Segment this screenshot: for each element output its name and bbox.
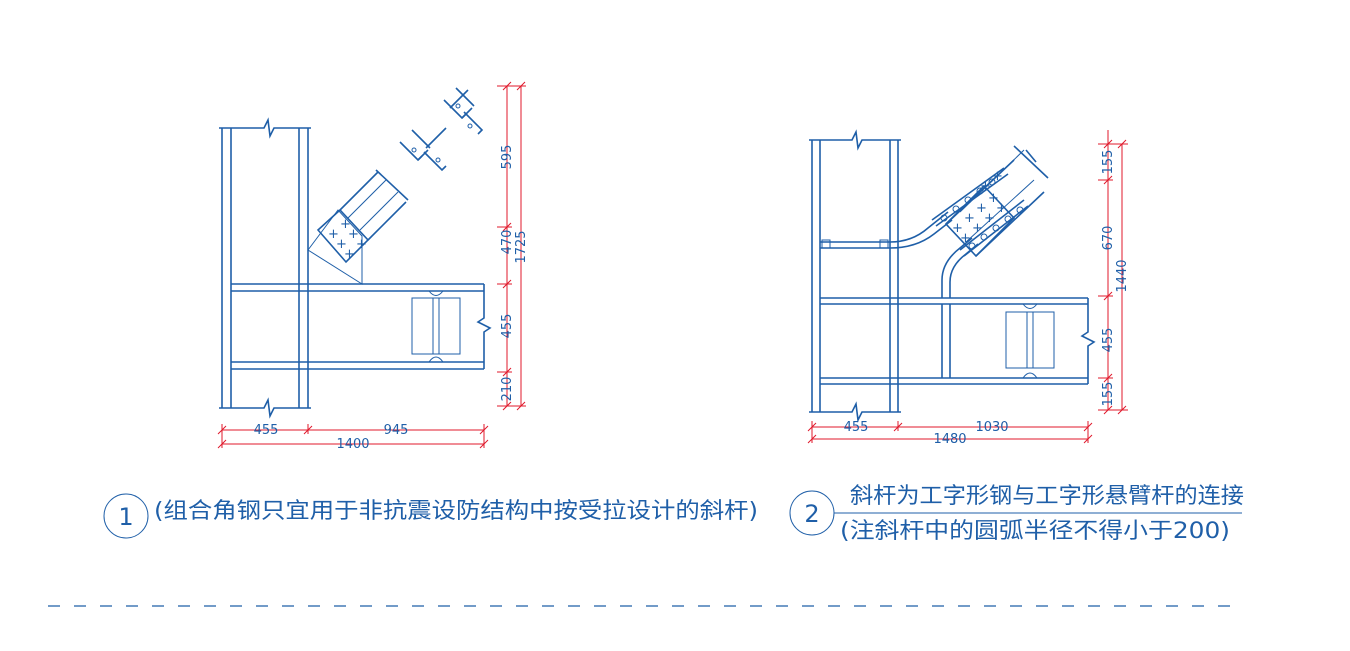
detail-1-bolts: + + + + + + (328, 217, 367, 262)
dim-d1-470: 470 (500, 230, 515, 255)
svg-text:+: + (960, 231, 971, 246)
dim-d2-670: 670 (1101, 226, 1116, 251)
detail-2-cantilever-arm (820, 211, 979, 378)
detail-2-bolts: + + + + + + + + + + (952, 169, 1007, 246)
svg-text:+: + (988, 191, 999, 206)
detail-2-brace: + + + + + + + + + + (931, 145, 1049, 258)
svg-text:+: + (336, 237, 347, 252)
svg-text:+: + (344, 247, 355, 262)
detail-2-label: 2 斜杆为工字形钢与工字形悬臂杆的连接 (注斜杆中的圆弧半径不得小于200) (789, 484, 1244, 544)
dim-d2-h455: 455 (844, 420, 869, 435)
detail-2-horizontal-dimensions: 455 1030 1480 (807, 420, 1093, 447)
svg-text:+: + (340, 217, 351, 232)
detail-1-vertical-dimensions: 595 470 455 210 1725 (497, 81, 529, 411)
dim-d1-455: 455 (500, 314, 515, 339)
dim-d2-155-bottom: 155 (1101, 382, 1116, 407)
dim-d1-210: 210 (500, 377, 515, 402)
detail-1-column (219, 117, 311, 419)
svg-text:+: + (328, 227, 339, 242)
dim-d2-1440: 1440 (1115, 259, 1130, 292)
dim-d2-155-top: 155 (1101, 150, 1116, 175)
detail-2-number: 2 (804, 500, 819, 528)
detail-1-horizontal-dimensions: 455 945 1400 (217, 423, 489, 452)
detail-1-number-circle (103, 493, 149, 539)
detail-2-drawing: + + + + + + + + + + (809, 129, 1096, 423)
detail-1-brace: + + + + + + (307, 87, 484, 285)
svg-text:+: + (976, 201, 987, 216)
svg-text:+: + (996, 201, 1007, 216)
dim-d1-1725: 1725 (514, 230, 529, 263)
detail-1-beam (231, 283, 492, 370)
svg-text:+: + (972, 221, 983, 236)
detail-2-beam (820, 297, 1096, 385)
svg-text:+: + (348, 227, 359, 242)
dim-d2-h1480: 1480 (933, 432, 966, 447)
svg-text:+: + (964, 211, 975, 226)
dim-d2-h1030: 1030 (975, 420, 1008, 435)
svg-text:+: + (356, 237, 367, 252)
svg-text:+: + (980, 179, 991, 194)
detail-2-caption-line-1: 斜杆为工字形钢与工字形悬臂杆的连接 (850, 484, 1244, 509)
detail-2-caption-line-2: (注斜杆中的圆弧半径不得小于200) (840, 519, 1230, 544)
detail-2-splice-bolts-upper (931, 167, 1009, 227)
dim-d1-595: 595 (500, 145, 515, 170)
dim-d1-h455: 455 (254, 423, 279, 438)
detail-1-angle-section-a (399, 127, 447, 172)
detail-1-angle-section-b (443, 87, 484, 135)
detail-1-label: 1 (组合角钢只宜用于非抗震设防结构中按受拉设计的斜杆) (103, 493, 758, 539)
dim-d2-455: 455 (1101, 328, 1116, 353)
detail-2-splice-bolts-lower (959, 199, 1029, 257)
detail-1-number: 1 (118, 503, 133, 531)
dim-d1-h1400: 1400 (336, 437, 369, 452)
detail-1-drawing: + + + + + + (219, 87, 492, 419)
svg-text:+: + (984, 211, 995, 226)
detail-2-column (809, 129, 901, 423)
svg-text:+: + (952, 221, 963, 236)
detail-1-caption: (组合角钢只宜用于非抗震设防结构中按受拉设计的斜杆) (154, 499, 758, 524)
svg-text:+: + (992, 169, 1003, 184)
detail-2-vertical-dimensions: 155 670 455 155 1440 (1098, 130, 1130, 415)
dim-d1-h945: 945 (384, 423, 409, 438)
